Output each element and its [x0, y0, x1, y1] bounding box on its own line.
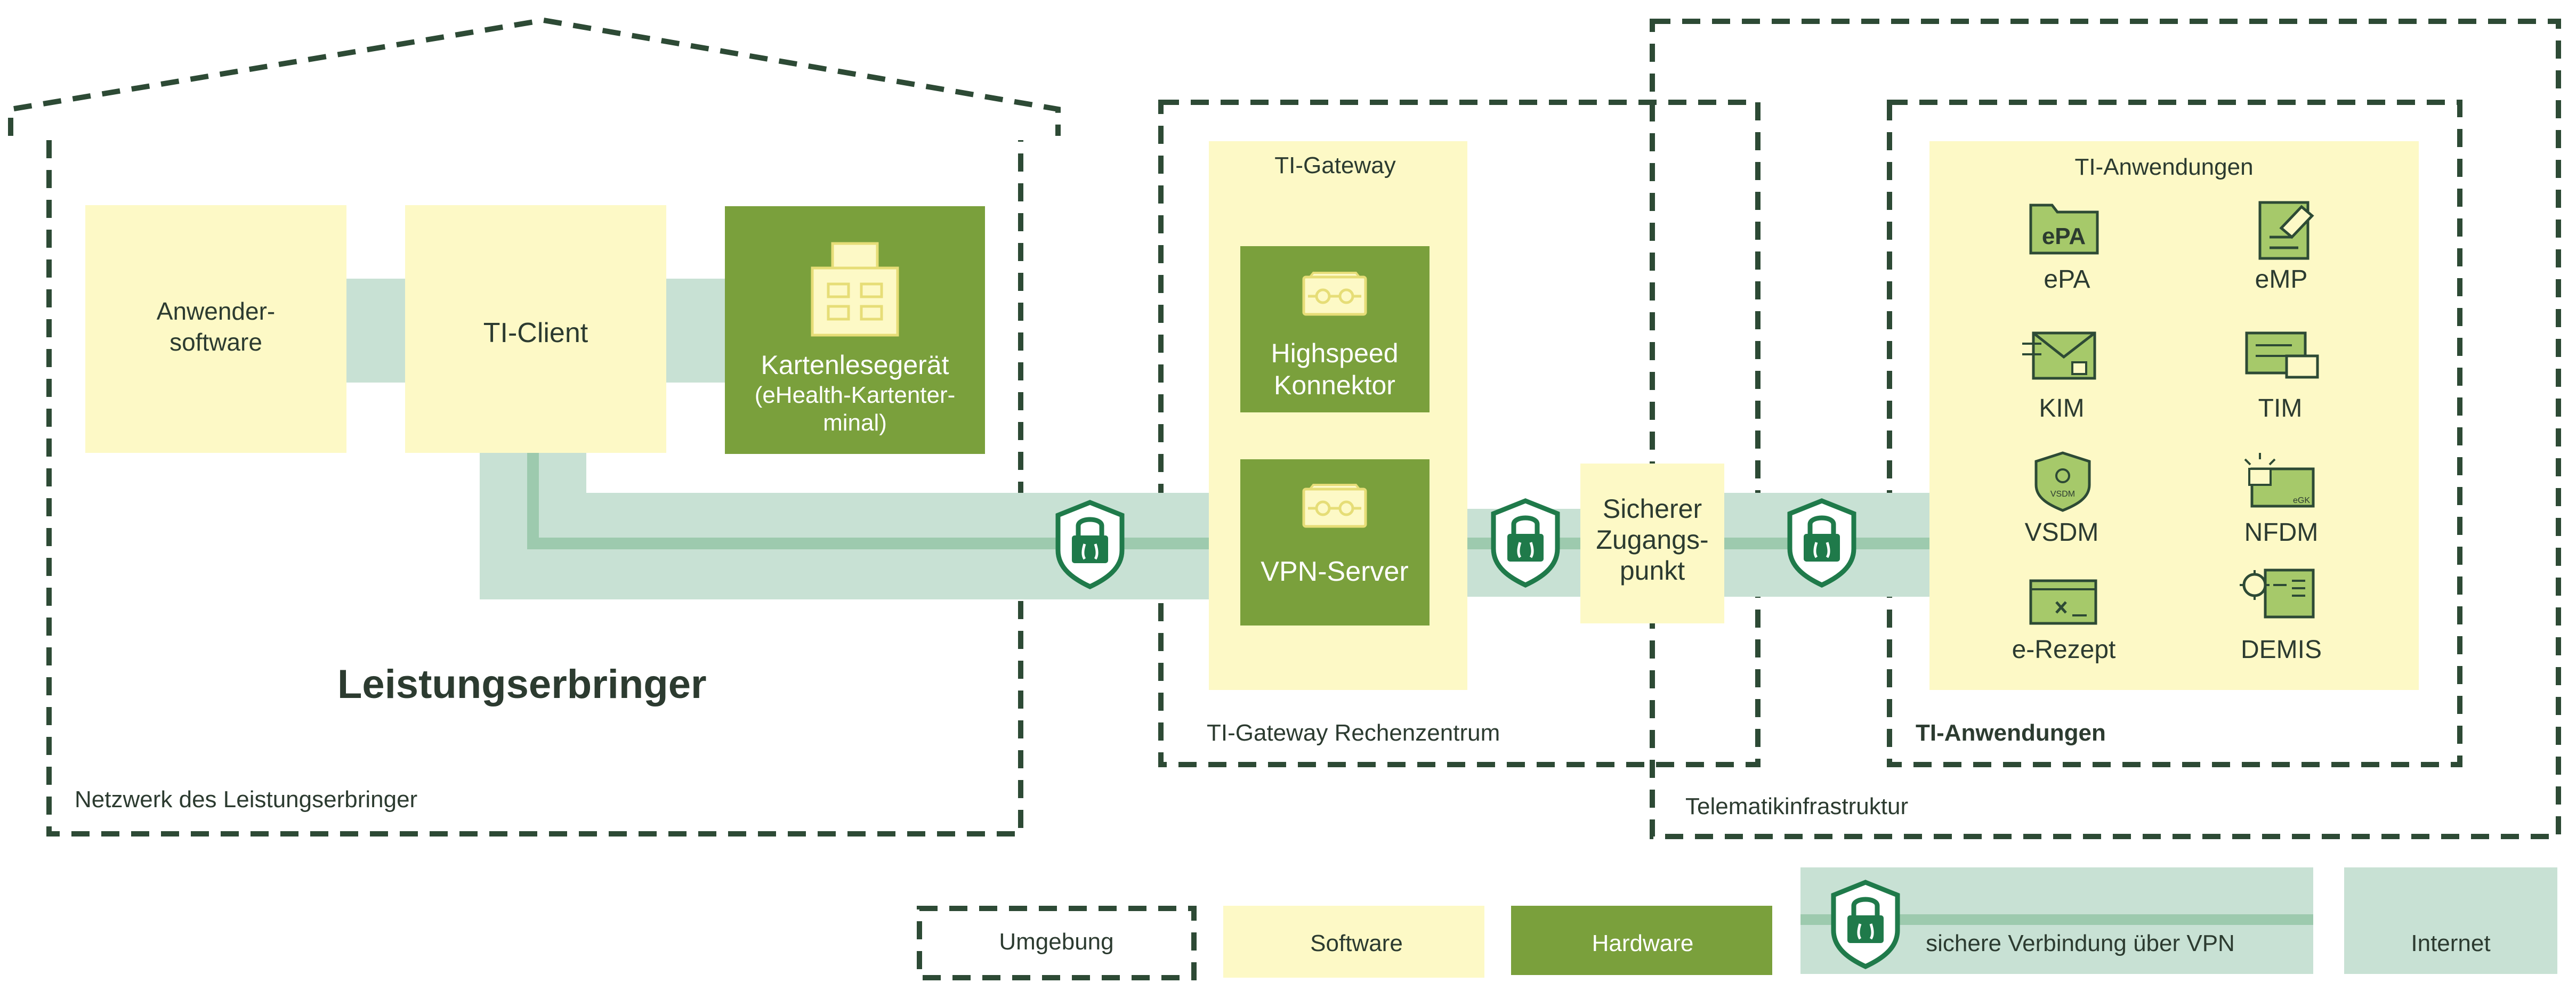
legend: Umgebung Software Hardware sichere Verbi…	[917, 867, 2557, 980]
house-outline	[8, 17, 1061, 836]
lock-icon	[1058, 502, 1122, 587]
app-label: KIM	[2039, 394, 2084, 423]
network-label: Netzwerk des Leistungserbringer	[75, 786, 417, 813]
lock-icon	[1834, 882, 1897, 966]
anwendersoftware-label-2: software	[169, 328, 262, 356]
legend-vpn-label: sichere Verbindung über VPN	[1926, 930, 2235, 956]
virus-report-icon	[2240, 568, 2315, 619]
ti-outline	[1650, 19, 2561, 839]
epa-icon-text: ePA	[2042, 223, 2086, 249]
app-label: VSDM	[2025, 518, 2099, 547]
app-label: e-Rezept	[2012, 636, 2116, 664]
ti-client-label: TI-Client	[483, 318, 588, 348]
app-label: NFDM	[2244, 518, 2319, 547]
ti-label: Telematikinfrastruktur	[1685, 793, 1908, 819]
vsdm-icon-text: VSDM	[2050, 490, 2075, 499]
anwendersoftware-box	[85, 205, 346, 453]
prescription-icon	[2029, 579, 2097, 625]
card-terminal-icon	[811, 242, 899, 337]
legend-hardware-label: Hardware	[1592, 930, 1694, 956]
legend-umgebung-label: Umgebung	[999, 929, 1113, 955]
ti-client-box	[405, 205, 666, 453]
legend-software-label: Software	[1310, 930, 1403, 956]
kartenleser-label-1: Kartenlesegerät	[761, 350, 949, 380]
mail-lock-icon	[2022, 331, 2096, 380]
zugangspunkt-box	[1580, 464, 1724, 623]
konnektor-device-icon	[1304, 273, 1366, 314]
vpn-device-icon	[1304, 485, 1366, 526]
legend-software-swatch	[1223, 906, 1484, 978]
anwendersoftware-label-1: Anwender-	[157, 297, 275, 325]
apps-outline	[1887, 100, 2462, 767]
ti-gateway-title: TI-Gateway	[1274, 152, 1395, 178]
lock-icon	[1790, 501, 1854, 585]
kartenleser-label-3: minal)	[823, 410, 887, 436]
rechenzentrum-label: TI-Gateway Rechenzentrum	[1207, 720, 1500, 746]
leistungserbringer-title: Leistungserbringer	[337, 662, 707, 707]
app-label: DEMIS	[2241, 636, 2322, 664]
folder-epa-icon: ePA	[2029, 204, 2099, 255]
app-label: eMP	[2255, 265, 2308, 294]
apps-box-label: TI-Anwendungen	[1916, 720, 2106, 746]
konnektor-label-2: Konnektor	[1274, 370, 1395, 400]
ti-anwendungen-box	[1929, 141, 2419, 690]
shield-vsdm-icon: VSDM	[2034, 451, 2091, 512]
zugangspunkt-label-3: punkt	[1620, 556, 1685, 586]
app-label: ePA	[2044, 265, 2090, 294]
rechenzentrum-outline	[1158, 100, 1761, 767]
document-pen-icon	[2258, 201, 2314, 260]
zugangspunkt-label-1: Sicherer	[1603, 494, 1702, 524]
emergency-card-icon: eGK	[2244, 453, 2315, 508]
kartenleser-label-2: (eHealth-Kartenter-	[755, 382, 956, 408]
konnektor-label-1: Highspeed	[1271, 338, 1398, 368]
lock-icon	[1493, 501, 1557, 585]
nfdm-icon-text: eGK	[2293, 496, 2310, 505]
zugangspunkt-label-2: Zugangs-	[1596, 525, 1708, 555]
legend-internet-label: Internet	[2411, 930, 2490, 956]
legend-umgebung-swatch	[917, 906, 1197, 980]
ti-anwendungen-title: TI-Anwendungen	[2074, 154, 2253, 180]
legend-internet-swatch	[2344, 867, 2557, 974]
vpn-server-label: VPN-Server	[1261, 556, 1408, 587]
legend-hardware-swatch	[1511, 906, 1772, 975]
chat-icon	[2245, 331, 2319, 379]
app-label: TIM	[2258, 394, 2303, 423]
